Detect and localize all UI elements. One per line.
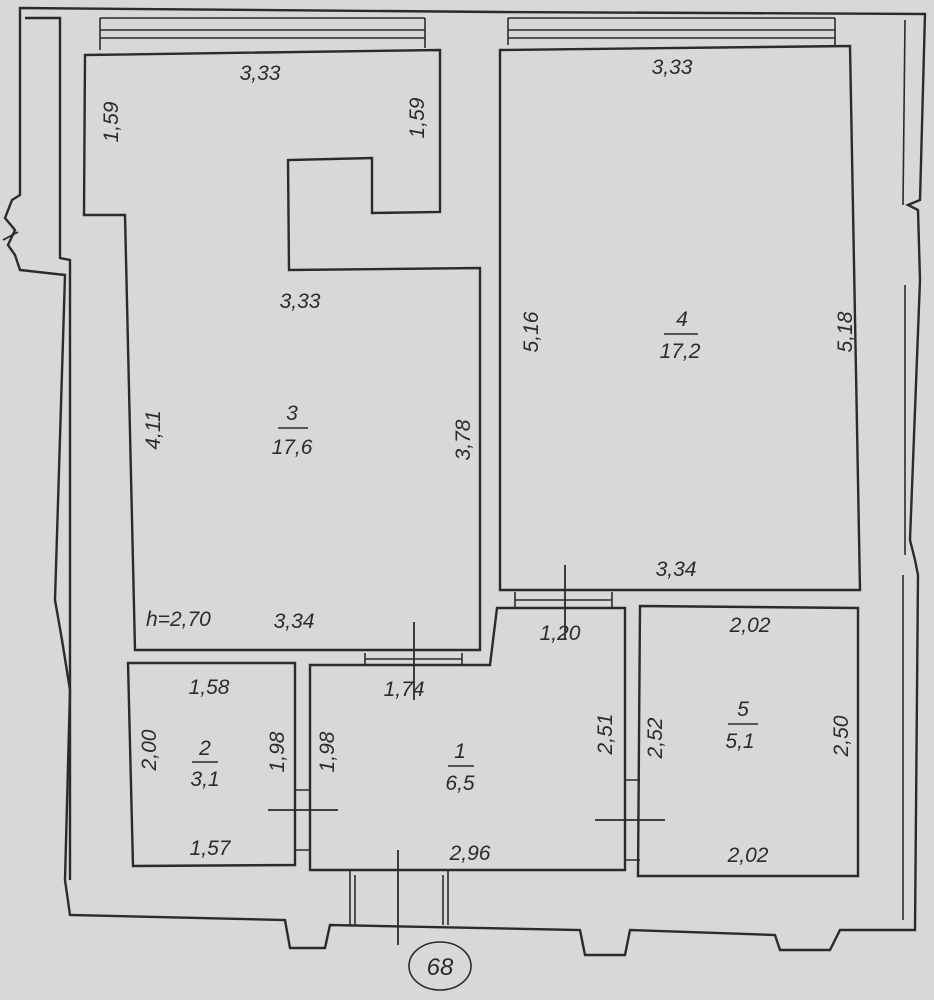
room-2-outline	[126, 661, 297, 868]
dim-r4-left: 5,16	[520, 311, 543, 352]
room-3-outline	[82, 48, 482, 652]
room-1-outline	[308, 606, 627, 872]
dim-r1-right: 2,51	[594, 714, 617, 756]
room-3-area: 17,6	[272, 436, 313, 459]
room-2-door	[295, 789, 310, 851]
dim-r2-top: 1,58	[189, 676, 230, 699]
doorway-r4	[514, 592, 613, 608]
dim-r2-bottom: 1,57	[190, 837, 232, 860]
dim-r2-right: 1,98	[266, 731, 289, 772]
apartment-number: 68	[427, 954, 454, 981]
ceiling-height: h=2,70	[146, 608, 211, 631]
dim-r3-left: 4,11	[142, 410, 165, 449]
room-4-number: 4	[676, 308, 688, 331]
room-3-number: 3	[286, 402, 298, 425]
dim-r5-left: 2,52	[644, 717, 667, 759]
dim-r1-bottom: 2,96	[449, 842, 491, 865]
dim-r5-bottom: 2,02	[727, 844, 769, 867]
room-4-area: 17,2	[660, 340, 701, 363]
room-2-number: 2	[198, 737, 211, 760]
entry-door	[349, 870, 449, 925]
outer-wall	[3, 6, 927, 957]
dim-r4-right: 5,18	[834, 311, 857, 352]
dim-r3-bottom: 3,34	[274, 610, 315, 633]
dim-r3-right-top: 1,59	[406, 97, 429, 138]
dim-r1-door-top: 1,20	[540, 622, 581, 645]
room-2-area: 3,1	[190, 768, 219, 791]
dim-r1-left: 1,98	[316, 731, 339, 772]
dim-r1-door-left: 1,74	[384, 678, 425, 701]
dim-r3-left-top: 1,59	[100, 101, 123, 142]
dim-r3-mid: 3,33	[280, 290, 321, 313]
room-4-outline	[498, 44, 862, 592]
dim-r4-bottom: 3,34	[656, 558, 697, 581]
inner-wall-outline	[25, 16, 72, 880]
room-5-number: 5	[737, 698, 749, 721]
dim-r2-left: 2,00	[138, 729, 161, 771]
room-5-door	[625, 779, 640, 861]
dim-r5-right: 2,50	[830, 715, 853, 757]
dim-r5-top: 2,02	[729, 614, 771, 637]
apartment-number-badge	[408, 941, 472, 991]
dim-r3-top: 3,33	[240, 62, 281, 85]
room-1-number: 1	[454, 740, 466, 763]
dim-r4-top: 3,33	[652, 56, 693, 79]
dim-r3-right: 3,78	[452, 419, 475, 460]
room-1-area: 6,5	[445, 772, 475, 795]
room-5-outline	[636, 604, 860, 878]
tick-wall-left-top	[2, 231, 19, 241]
room-5-area: 5,1	[725, 730, 754, 753]
window-top-left	[99, 17, 426, 50]
window-top-right	[507, 17, 836, 45]
right-wall-inner	[902, 19, 906, 920]
